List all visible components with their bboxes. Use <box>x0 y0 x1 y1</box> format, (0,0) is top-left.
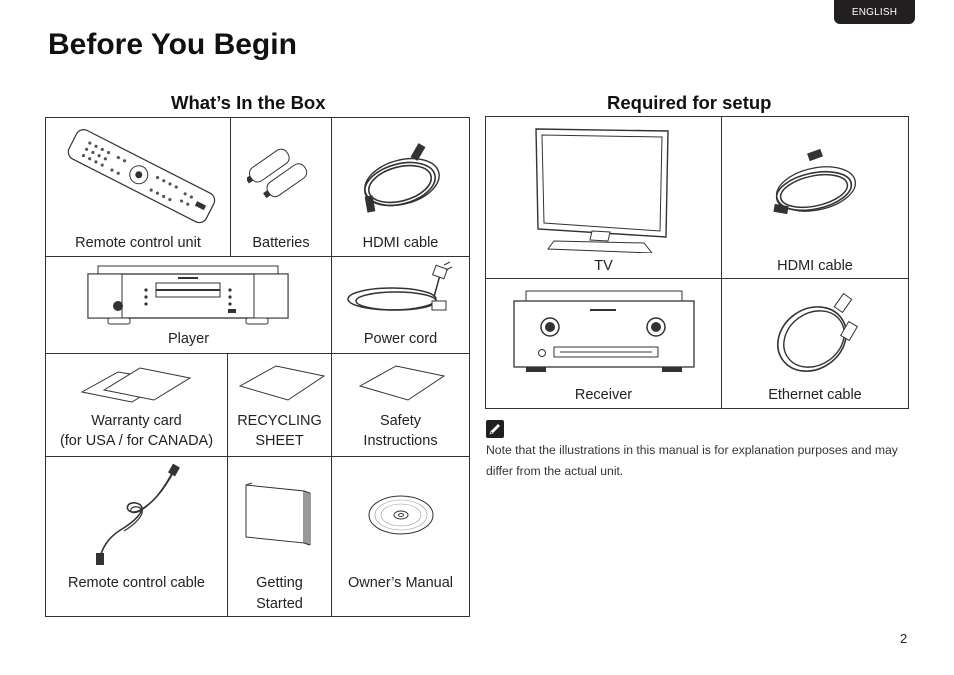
item-getting-started: Getting Started <box>228 457 332 616</box>
label-hdmi-cable: HDMI cable <box>362 235 439 251</box>
item-tv: TV <box>486 117 722 279</box>
remote-control-icon <box>67 129 216 224</box>
page-title: Before You Begin <box>48 28 297 61</box>
item-player: Player <box>46 257 332 354</box>
label-recycling-sheet-line2: SHEET <box>255 433 304 449</box>
in-box-grid: Remote control unit Batteries HDMI cable <box>45 117 470 617</box>
batteries-icon <box>247 148 308 199</box>
item-power-cord: Power cord <box>332 257 469 354</box>
required-grid: TV HDMI cable Receiver <box>485 116 909 409</box>
safety-instructions-icon <box>358 365 446 401</box>
label-getting-started-line2: Started <box>256 596 303 612</box>
receiver-icon <box>513 290 695 372</box>
label-ethernet-cable: Ethernet cable <box>768 387 862 403</box>
item-required-hdmi-cable: HDMI cable <box>722 117 908 279</box>
player-icon <box>87 265 289 325</box>
section-title-required: Required for setup <box>607 92 772 113</box>
label-getting-started-line1: Getting <box>256 575 303 591</box>
item-ethernet-cable: Ethernet cable <box>722 279 908 408</box>
hdmi-cable-icon <box>364 143 440 213</box>
recycling-sheet-icon <box>238 365 326 401</box>
label-player: Player <box>167 331 210 347</box>
label-safety-instructions-line2: Instructions <box>363 433 438 449</box>
language-tab: ENGLISH <box>834 0 915 24</box>
cd-disc-icon <box>368 495 434 535</box>
getting-started-icon <box>245 482 311 546</box>
label-remote-control-unit: Remote control unit <box>75 235 201 251</box>
label-required-hdmi-cable: HDMI cable <box>777 258 853 274</box>
label-warranty-card-line2: (for USA / for CANADA) <box>59 433 214 449</box>
ethernet-cable-icon <box>777 292 859 372</box>
note-text: Note that the illustrations in this manu… <box>486 443 898 478</box>
section-title-in-box: What’s In the Box <box>171 92 326 113</box>
item-safety-instructions: Safety Instructions <box>332 354 469 457</box>
label-recycling-sheet-line1: RECYCLING <box>237 413 322 429</box>
label-warranty-card-line1: Warranty card <box>91 413 182 429</box>
label-owners-manual: Owner’s Manual <box>347 575 454 591</box>
item-batteries: Batteries <box>231 118 332 257</box>
item-hdmi-cable: HDMI cable <box>332 118 469 257</box>
item-receiver: Receiver <box>486 279 722 408</box>
label-receiver: Receiver <box>574 387 633 403</box>
remote-control-cable-icon <box>96 463 180 565</box>
label-safety-instructions-line1: Safety <box>379 413 422 429</box>
warranty-card-icon <box>80 367 192 403</box>
tv-icon <box>535 128 669 253</box>
label-power-cord: Power cord <box>363 331 438 347</box>
item-remote-control-unit: Remote control unit <box>46 118 231 257</box>
item-warranty-card: Warranty card (for USA / for CANADA) <box>46 354 228 457</box>
item-recycling-sheet: RECYCLING SHEET <box>228 354 332 457</box>
label-remote-control-cable: Remote control cable <box>67 575 205 591</box>
item-owners-manual: Owner’s Manual <box>332 457 469 616</box>
label-tv: TV <box>594 258 613 274</box>
page-number: 2 <box>900 631 908 646</box>
pencil-icon <box>486 420 504 438</box>
hdmi-cable-icon-required <box>773 148 857 215</box>
item-remote-control-cable: Remote control cable <box>46 457 228 616</box>
power-cord-icon <box>347 261 453 311</box>
label-batteries: Batteries <box>252 235 310 251</box>
